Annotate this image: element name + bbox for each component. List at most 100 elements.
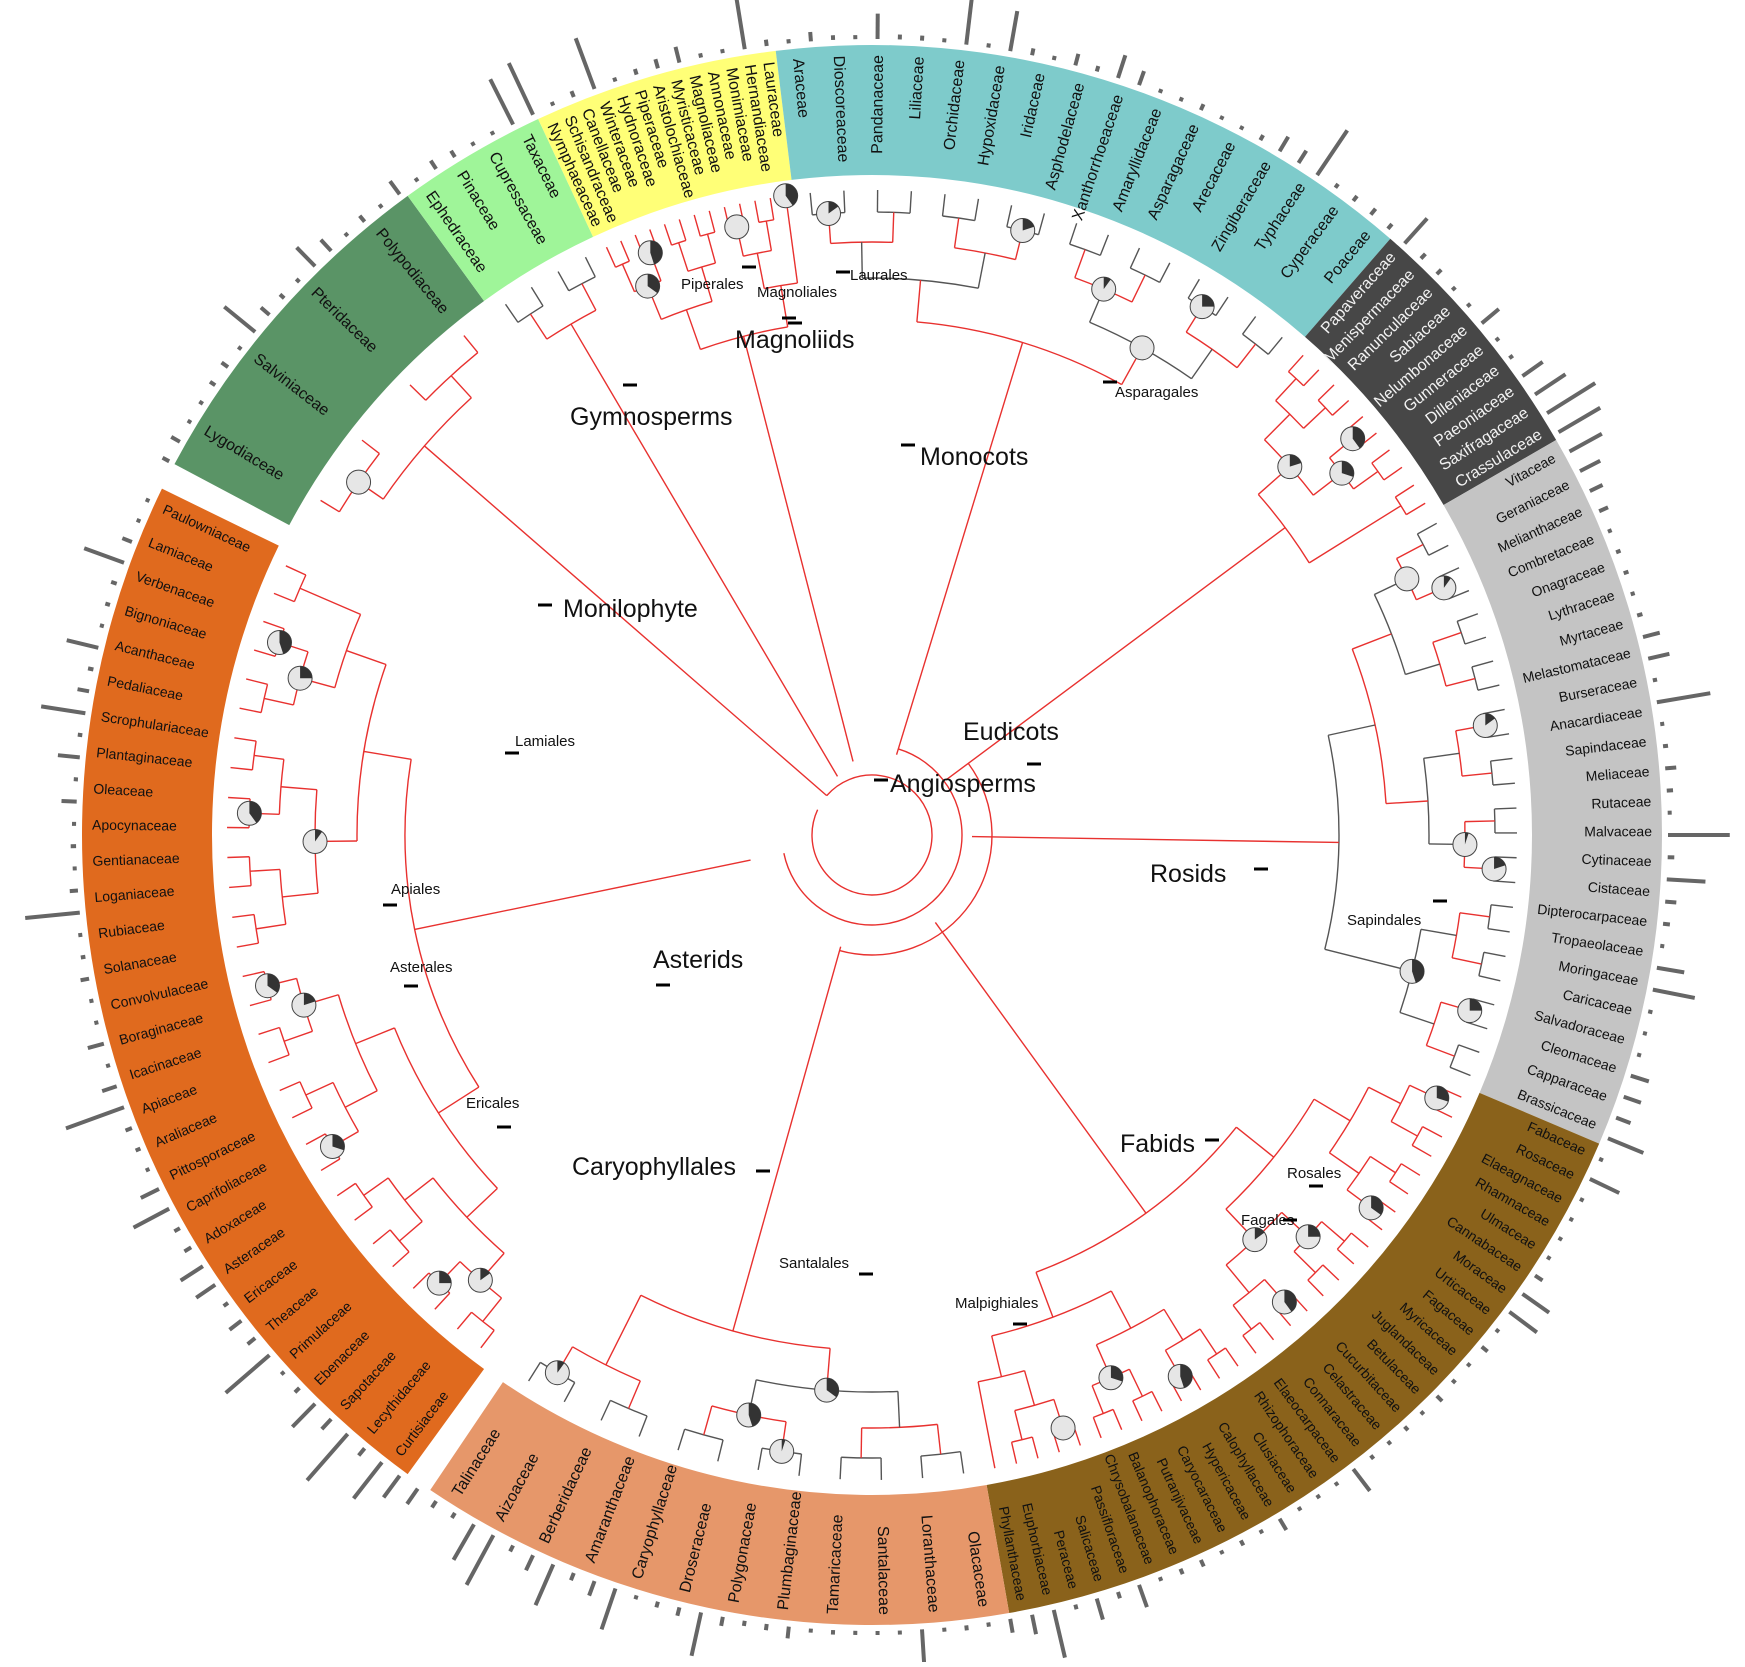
outer-bar [589,1581,594,1596]
outer-bar [1221,1550,1223,1554]
tree-branch [1372,450,1390,463]
outer-bar [67,640,99,648]
tree-branch [321,500,340,511]
tree-branch [356,1028,395,1044]
tree-branch [1395,485,1413,497]
outer-bar [1522,1294,1549,1313]
tree-branch [917,280,921,322]
tree-branch [240,708,262,712]
tree-branch [1472,661,1493,667]
outer-bar [88,668,93,669]
outer-bar [1648,654,1669,659]
tree-branch [250,869,280,871]
tree-branch [1401,1164,1420,1176]
tree-branch [1032,1437,1038,1458]
tree-branch [1268,337,1282,354]
node-pie [1130,336,1154,360]
tree-branch [564,1383,574,1402]
outer-bar [280,294,284,298]
outer-bar [571,91,573,97]
tree-branch [1216,297,1228,315]
tree-branch [978,1382,995,1468]
outer-bar [1496,338,1499,340]
outer-bar [1118,55,1125,78]
outer-bar [510,1545,513,1551]
tree-branch [1369,1087,1401,1103]
outer-bar [1580,461,1600,471]
outer-bar [1665,902,1676,903]
tree-branch [227,857,249,858]
outer-bar [81,957,86,958]
tree-branch [306,1082,333,1095]
node-pie [1395,567,1419,591]
outer-bar [224,307,255,332]
tree-branch [744,336,853,761]
tree-branch [935,922,1146,1213]
family-label: Gentianaceae [92,850,180,869]
outer-bar [1624,572,1629,574]
outer-bar [1667,879,1706,881]
outer-bar [78,735,82,736]
outer-bar [1535,374,1565,394]
outer-bar [1421,1411,1424,1414]
tree-branch [229,886,251,888]
tree-branch [1304,370,1319,386]
node-pie-slice [1202,295,1214,307]
label-laurales: Laurales [850,267,908,284]
outer-bar [321,240,331,251]
tree-branch [1351,1233,1368,1247]
outer-bar [88,1044,104,1048]
outer-bar [1139,71,1144,85]
tree-branch [234,738,256,741]
outer-bar [84,548,124,562]
outer-bar [1616,551,1620,553]
outer-bar [1160,89,1161,93]
tree-branch [269,1055,290,1063]
outer-bar [1580,1199,1584,1201]
outer-bar [509,63,533,115]
tree-branch [1308,1280,1323,1296]
tree-branch [1294,1252,1315,1273]
outer-bar [70,891,78,892]
outer-bar [1353,196,1357,201]
label-monilophyte: Monilophyte [563,595,698,623]
outer-bar [1335,1482,1337,1485]
outer-bar [454,1524,474,1559]
tree-branch [228,797,250,798]
outer-bar [472,142,474,146]
outer-bar [292,1404,315,1427]
outer-bar [432,1501,436,1507]
tree-branch [1452,958,1481,964]
outer-bar [988,1622,989,1626]
tree-branch [1160,263,1170,283]
outer-bar [1201,104,1204,110]
node-pie-slice [300,666,312,678]
outer-bar [345,233,348,236]
outer-bar [1570,434,1602,452]
tree-branch [1433,633,1461,643]
outer-bar [766,40,767,46]
outer-bar [136,1149,141,1151]
tree-branch [664,224,671,245]
outer-bar [788,1627,789,1639]
tree-branch [250,1000,271,1006]
outer-bar [307,1434,348,1480]
outer-bar [1643,1033,1647,1034]
tree-branch [457,1312,471,1329]
outer-bar [41,706,85,713]
tree-branch [582,284,596,311]
outer-bar [1643,633,1660,637]
tree-branch [1446,679,1475,687]
outer-bar [78,689,90,691]
tree-branch [678,1429,685,1450]
outer-bar [966,1625,967,1630]
outer-bar [295,1388,299,1392]
outer-bar [656,1602,658,1608]
node-pie-slice [1308,1225,1320,1237]
family-label: Pandanaceae [869,55,887,154]
tree-branch [571,324,837,776]
tree-branch [1130,248,1139,268]
outer-bar [126,1128,132,1131]
outer-bar [141,1189,159,1198]
outer-bar [655,59,658,68]
